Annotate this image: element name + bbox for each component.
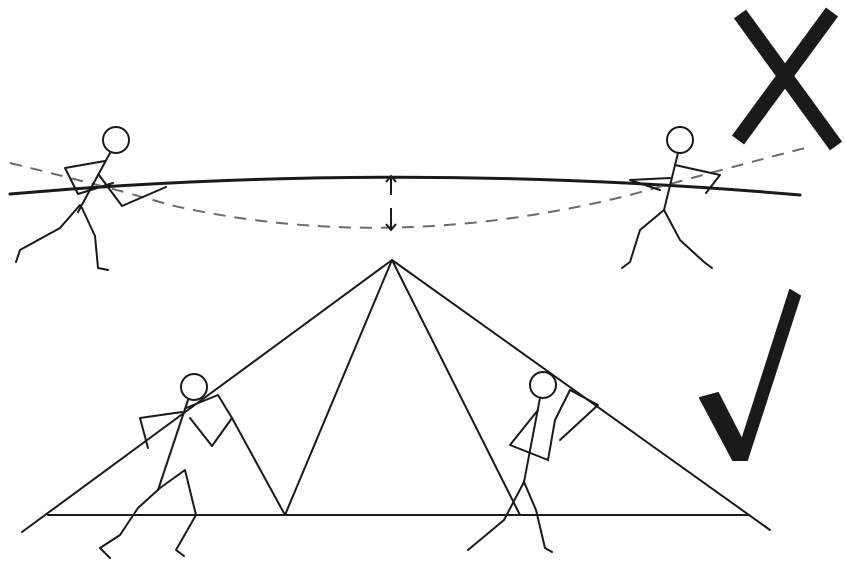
check-mark-icon (700, 290, 800, 460)
sag-arrow (386, 176, 396, 230)
triangle-rope-panel (22, 260, 800, 558)
head (667, 127, 693, 153)
head (103, 127, 129, 153)
triangle-rope-lines (22, 260, 770, 532)
person-left-holding (100, 374, 232, 558)
person-right-pulling (622, 127, 720, 268)
head (530, 372, 556, 398)
tight-rope-panel (10, 12, 836, 270)
person-right-holding (468, 372, 598, 552)
cross-mark-icon (738, 12, 836, 146)
person-left-pulling (16, 127, 166, 270)
head (181, 374, 207, 400)
